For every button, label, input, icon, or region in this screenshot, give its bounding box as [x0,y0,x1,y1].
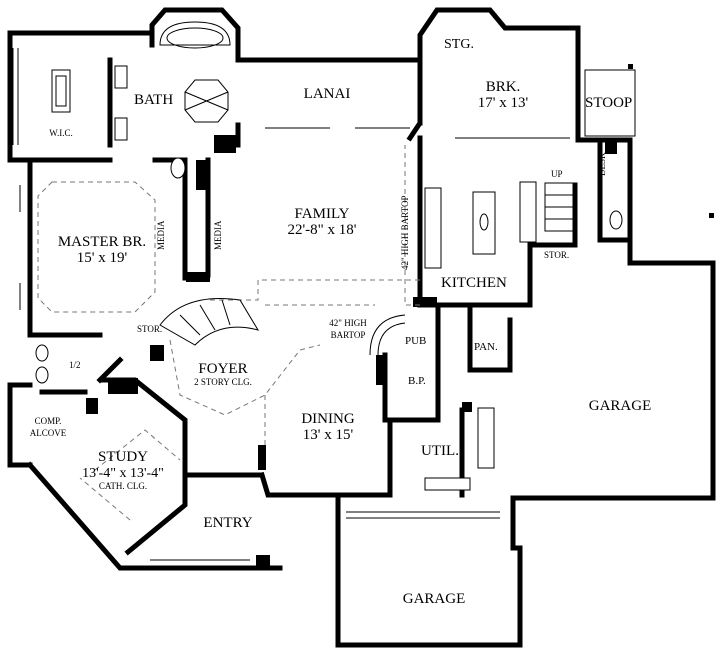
label-bath: BATH [134,92,173,108]
solid-blocks [86,135,617,569]
dashed-outlines [37,145,420,521]
windows [12,48,570,561]
label-media-right: MEDIA [213,220,223,250]
label-stoop: STOOP [585,95,632,111]
label-bartop-vertical: 42" HIGH BARTOP [400,196,410,270]
label-master-dim: 15' x 19' [77,250,128,266]
label-family: FAMILY [295,206,350,222]
label-bartop-line1: 42" HIGH [329,318,367,328]
label-stg: STG. [444,37,474,52]
label-dining: DINING [301,411,354,427]
label-master: MASTER BR. [58,234,146,250]
label-pub: PUB [405,335,426,347]
label-lanai: LANAI [304,86,351,102]
label-study-sub: CATH. CLG. [99,481,147,491]
label-half-bath: 1/2 [69,360,81,370]
fixtures [35,21,714,491]
label-family-dim: 22'-8" x 18' [287,222,356,238]
label-comp: COMP. [35,416,62,426]
label-up: UP [551,169,563,179]
label-media-left: MEDIA [156,220,166,250]
label-kitchen: KITCHEN [441,275,507,291]
label-alcove: ALCOVE [30,428,67,438]
label-entry: ENTRY [203,515,252,531]
label-foyer-sub: 2 STORY CLG. [194,377,252,387]
label-brk-dim: 17' x 13' [478,95,529,111]
label-wic: W.I.C. [49,128,72,138]
label-desk: DESK [597,152,607,176]
label-study-dim: 13'-4" x 13'-4" [82,466,164,481]
label-brk: BRK. [486,79,521,95]
label-bp: B.P. [408,375,426,387]
label-garage-right: GARAGE [589,398,652,414]
label-study: STUDY [98,449,148,465]
label-garage-bottom: GARAGE [403,591,466,607]
room-labels: STG. BRK. 17' x 13' STOOP BATH LANAI W.I… [30,37,652,607]
label-util: UTIL. [421,443,459,459]
label-pan: PAN. [474,341,498,353]
label-bartop-line2: BARTOP [331,330,366,340]
label-stor-right: STOR. [544,250,569,260]
label-stor-left: STOR. [137,324,162,334]
label-foyer: FOYER [198,361,247,377]
label-dining-dim: 13' x 15' [303,427,354,443]
